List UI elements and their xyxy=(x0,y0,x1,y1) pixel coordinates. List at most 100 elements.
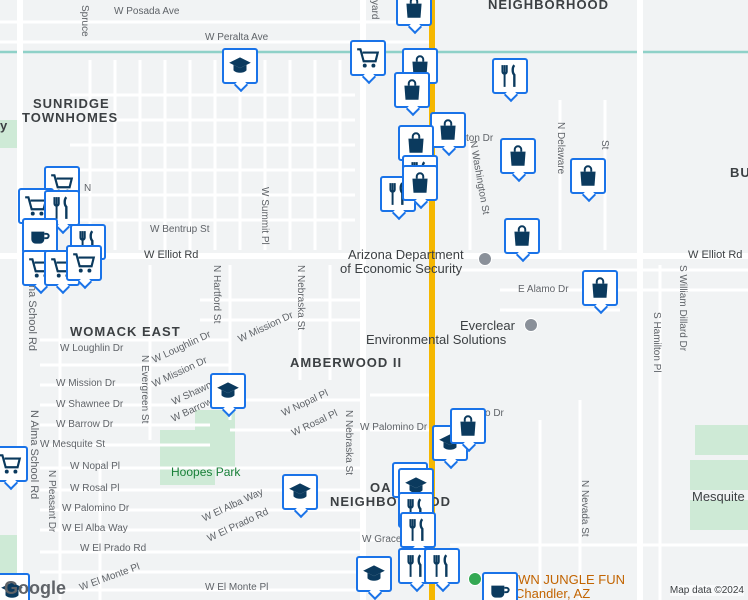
street-label: W Bentrup St xyxy=(150,224,210,235)
shopping-icon xyxy=(404,79,420,100)
neighborhood-label: BU xyxy=(730,165,748,180)
street-label: W Peralta Ave xyxy=(205,32,269,43)
street-label: N Nebraska St xyxy=(343,410,354,476)
street-label: na School Rd xyxy=(26,285,38,352)
school-pin[interactable] xyxy=(0,573,30,600)
street-label: W El Prado Rd xyxy=(80,543,147,554)
cart-icon xyxy=(0,454,22,474)
shopping-pin[interactable] xyxy=(450,408,486,444)
place-label[interactable]: | Chandler, AZ xyxy=(508,586,591,600)
cafe-icon xyxy=(491,585,510,598)
shopping-icon xyxy=(510,145,526,166)
school-pin[interactable] xyxy=(210,373,246,409)
street-label: S William Dillard Dr xyxy=(677,265,688,352)
street-label: W Palomino Dr xyxy=(360,422,428,433)
local-streets xyxy=(0,20,748,600)
street-label: W Mesquite St xyxy=(40,439,106,450)
street-label: N Pleasant Dr xyxy=(46,470,57,533)
street-label: W Rosal Pl xyxy=(70,483,120,494)
school-pin[interactable] xyxy=(222,48,258,84)
restaurant-pin[interactable] xyxy=(400,512,436,548)
neighborhood-label: TOWNHOMES xyxy=(22,110,119,125)
shopping-icon xyxy=(580,165,596,186)
street-label: W Elliot Rd xyxy=(688,249,743,261)
street-label: yard xyxy=(369,0,380,20)
cart-icon xyxy=(357,48,380,68)
street-label: N Delaware xyxy=(555,122,566,175)
shopping-pin[interactable] xyxy=(504,218,540,254)
shopping-icon xyxy=(408,132,424,153)
school-pin[interactable] xyxy=(282,474,318,510)
shopping-pin[interactable] xyxy=(396,0,432,26)
shopping-pin[interactable] xyxy=(500,138,536,174)
street-label: W Nopal Pl xyxy=(70,461,121,472)
school-icon xyxy=(229,57,251,73)
street-label: W Barrow Dr xyxy=(56,419,114,430)
street-label: E Alamo Dr xyxy=(518,284,569,295)
street-label: S Hamilton Pl xyxy=(651,312,662,373)
government-icon[interactable] xyxy=(478,252,492,266)
restaurant-icon xyxy=(501,64,516,87)
restaurant-icon xyxy=(407,554,422,577)
cafe-icon xyxy=(31,231,50,244)
school-icon xyxy=(289,483,311,499)
place-label[interactable]: Everclear xyxy=(460,318,515,333)
shopping-icon xyxy=(592,277,608,298)
shopping-icon xyxy=(440,119,456,140)
street-label: W Elliot Rd xyxy=(144,249,199,261)
restaurant-icon xyxy=(433,554,448,577)
map-attribution[interactable]: Map data ©2024 xyxy=(669,585,744,596)
street-label: W Shawnee Dr xyxy=(56,399,124,410)
neighborhood-label: NEIGHBORHOOD xyxy=(488,0,610,12)
shopping-pin[interactable] xyxy=(402,165,438,201)
street-label: Spruce xyxy=(79,5,90,37)
business-icon[interactable] xyxy=(524,318,538,332)
green-areas xyxy=(0,120,748,585)
school-icon xyxy=(363,565,385,581)
place-label[interactable]: OWN JUNGLE FUN xyxy=(508,572,625,587)
neighborhood-label: AMBERWOOD II xyxy=(290,355,403,370)
cafe-pin[interactable] xyxy=(22,218,58,254)
restaurant-pin[interactable] xyxy=(424,548,460,584)
shopping-pin[interactable] xyxy=(430,112,466,148)
school-icon xyxy=(217,382,239,398)
street-label: y xyxy=(0,118,9,133)
shopping-icon xyxy=(406,0,422,18)
street-label: W Loughlin Dr xyxy=(60,343,124,354)
grocery-pin[interactable] xyxy=(350,40,386,76)
shopping-pin[interactable] xyxy=(582,270,618,306)
place-label[interactable]: of Economic Security xyxy=(340,261,463,276)
street-label: W Palomino Dr xyxy=(62,503,130,514)
neighborhood-label: WOMACK EAST xyxy=(70,324,181,339)
street-label: W Posada Ave xyxy=(114,6,180,17)
school-pin[interactable] xyxy=(356,556,392,592)
restaurant-icon xyxy=(53,196,68,219)
street-label: N Hartford St xyxy=(211,265,222,324)
street-label: N Nevada St xyxy=(579,480,590,537)
shopping-icon xyxy=(514,225,530,246)
street-label: W Summit Pl xyxy=(259,187,270,245)
street-label: N Evergreen St xyxy=(139,355,150,424)
shopping-pin[interactable] xyxy=(394,72,430,108)
street-label: N xyxy=(84,183,92,194)
street-label: St xyxy=(599,140,610,150)
restaurant-pin[interactable] xyxy=(492,58,528,94)
cafe-pin[interactable] xyxy=(482,572,518,600)
school-icon xyxy=(1,582,23,598)
street-label: N Alma School Rd xyxy=(28,410,40,500)
grocery-pin[interactable] xyxy=(66,245,102,281)
place-label[interactable]: Mesquite High xyxy=(692,489,748,504)
street-label: W Mission Dr xyxy=(56,378,116,389)
park-label[interactable]: Hoopes Park xyxy=(171,465,241,479)
shopping-pin[interactable] xyxy=(570,158,606,194)
restaurant-icon xyxy=(409,518,424,541)
shopping-icon xyxy=(412,172,428,193)
place-label[interactable]: Arizona Department xyxy=(348,247,464,262)
place-label[interactable]: Environmental Solutions xyxy=(366,332,507,347)
grocery-pin[interactable] xyxy=(0,446,28,482)
school-icon xyxy=(405,477,427,493)
park-icon[interactable] xyxy=(468,572,482,586)
